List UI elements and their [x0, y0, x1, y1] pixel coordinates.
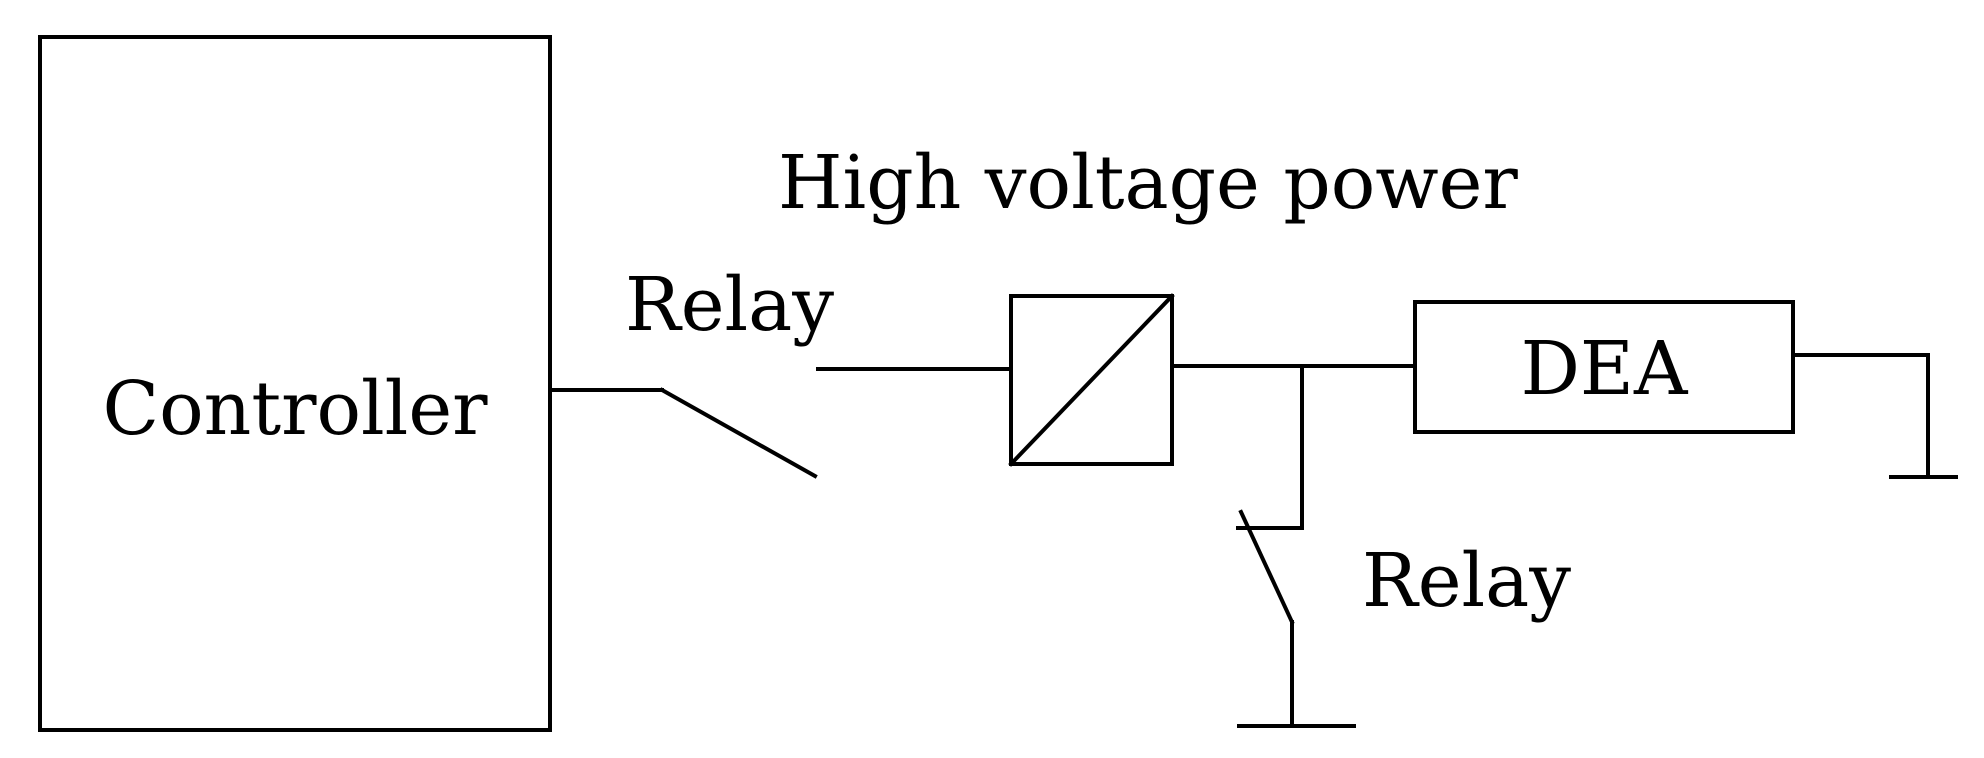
controller-label: Controller: [103, 366, 489, 452]
dea-box: [1413, 300, 1795, 434]
top-relay-label: Relay: [625, 262, 834, 348]
high-voltage-power-label: High voltage power: [778, 140, 1518, 226]
bottom-relay-label: Relay: [1362, 538, 1571, 624]
bottom-relay-switch-blade: [1238, 509, 1295, 625]
top-relay-switch-blade: [659, 387, 818, 479]
branch-wire: [1236, 364, 1304, 530]
dea-ground-wire: [1791, 353, 1930, 479]
controller-box: [38, 35, 552, 732]
converter-diagonal: [1008, 293, 1175, 467]
dea-label: DEA: [1521, 326, 1689, 412]
